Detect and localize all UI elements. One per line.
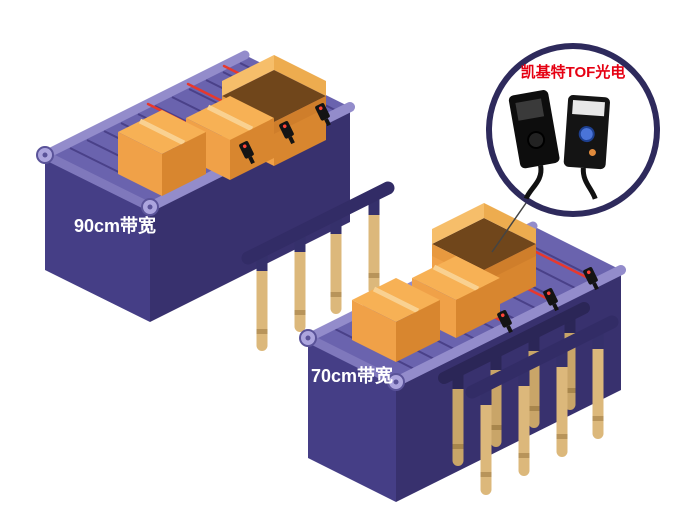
carton-box-closed	[352, 278, 440, 362]
conveyor-leg	[480, 385, 492, 495]
conveyor-leg	[528, 333, 540, 428]
left-conveyor-legs	[241, 181, 395, 351]
conveyor-leg	[592, 329, 604, 439]
tof-sensor-product-left-icon	[508, 90, 560, 200]
right-belt-roller-ends	[299, 329, 405, 391]
left-belt-roller-ends	[36, 146, 159, 216]
conveyor-leg	[556, 347, 568, 457]
left-belt-far-rail	[40, 50, 250, 160]
left-conveyor-long-face	[150, 107, 350, 322]
tof-sensor-icon	[543, 288, 559, 312]
conveyor-leg	[256, 251, 268, 351]
conveyor-leg	[330, 214, 342, 314]
callout-bubble: 凯基特TOF光电	[486, 43, 660, 217]
right-belt-end-band	[303, 333, 401, 387]
tof-sensor-product-right-icon	[563, 95, 610, 200]
conveyor-leg	[452, 371, 464, 466]
leg-rail	[465, 315, 619, 399]
conveyor-leg	[518, 366, 530, 476]
conveyor-leg	[490, 352, 502, 447]
carton-box-closed	[118, 110, 206, 196]
tof-sensor-icon	[239, 141, 255, 165]
tof-sensor-icon	[583, 267, 599, 291]
conveyor-leg	[368, 195, 380, 295]
tof-sensor-icon	[315, 103, 331, 127]
left-conveyor-label: 90cm带宽	[74, 215, 156, 236]
tof-sensor-icon	[497, 310, 513, 334]
leg-rail	[438, 302, 590, 384]
leg-rail	[241, 181, 395, 265]
right-conveyor-end-face	[308, 338, 396, 502]
left-belt-end-band	[40, 150, 155, 212]
tof-sensor-icon	[279, 121, 295, 145]
left-conveyor: 90cm带宽	[36, 50, 355, 322]
callout-title: 凯基特TOF光电	[521, 63, 626, 81]
right-conveyor-legs-front	[465, 315, 619, 495]
conveyor-leg	[294, 232, 306, 332]
right-conveyor-label: 70cm带宽	[311, 365, 393, 386]
